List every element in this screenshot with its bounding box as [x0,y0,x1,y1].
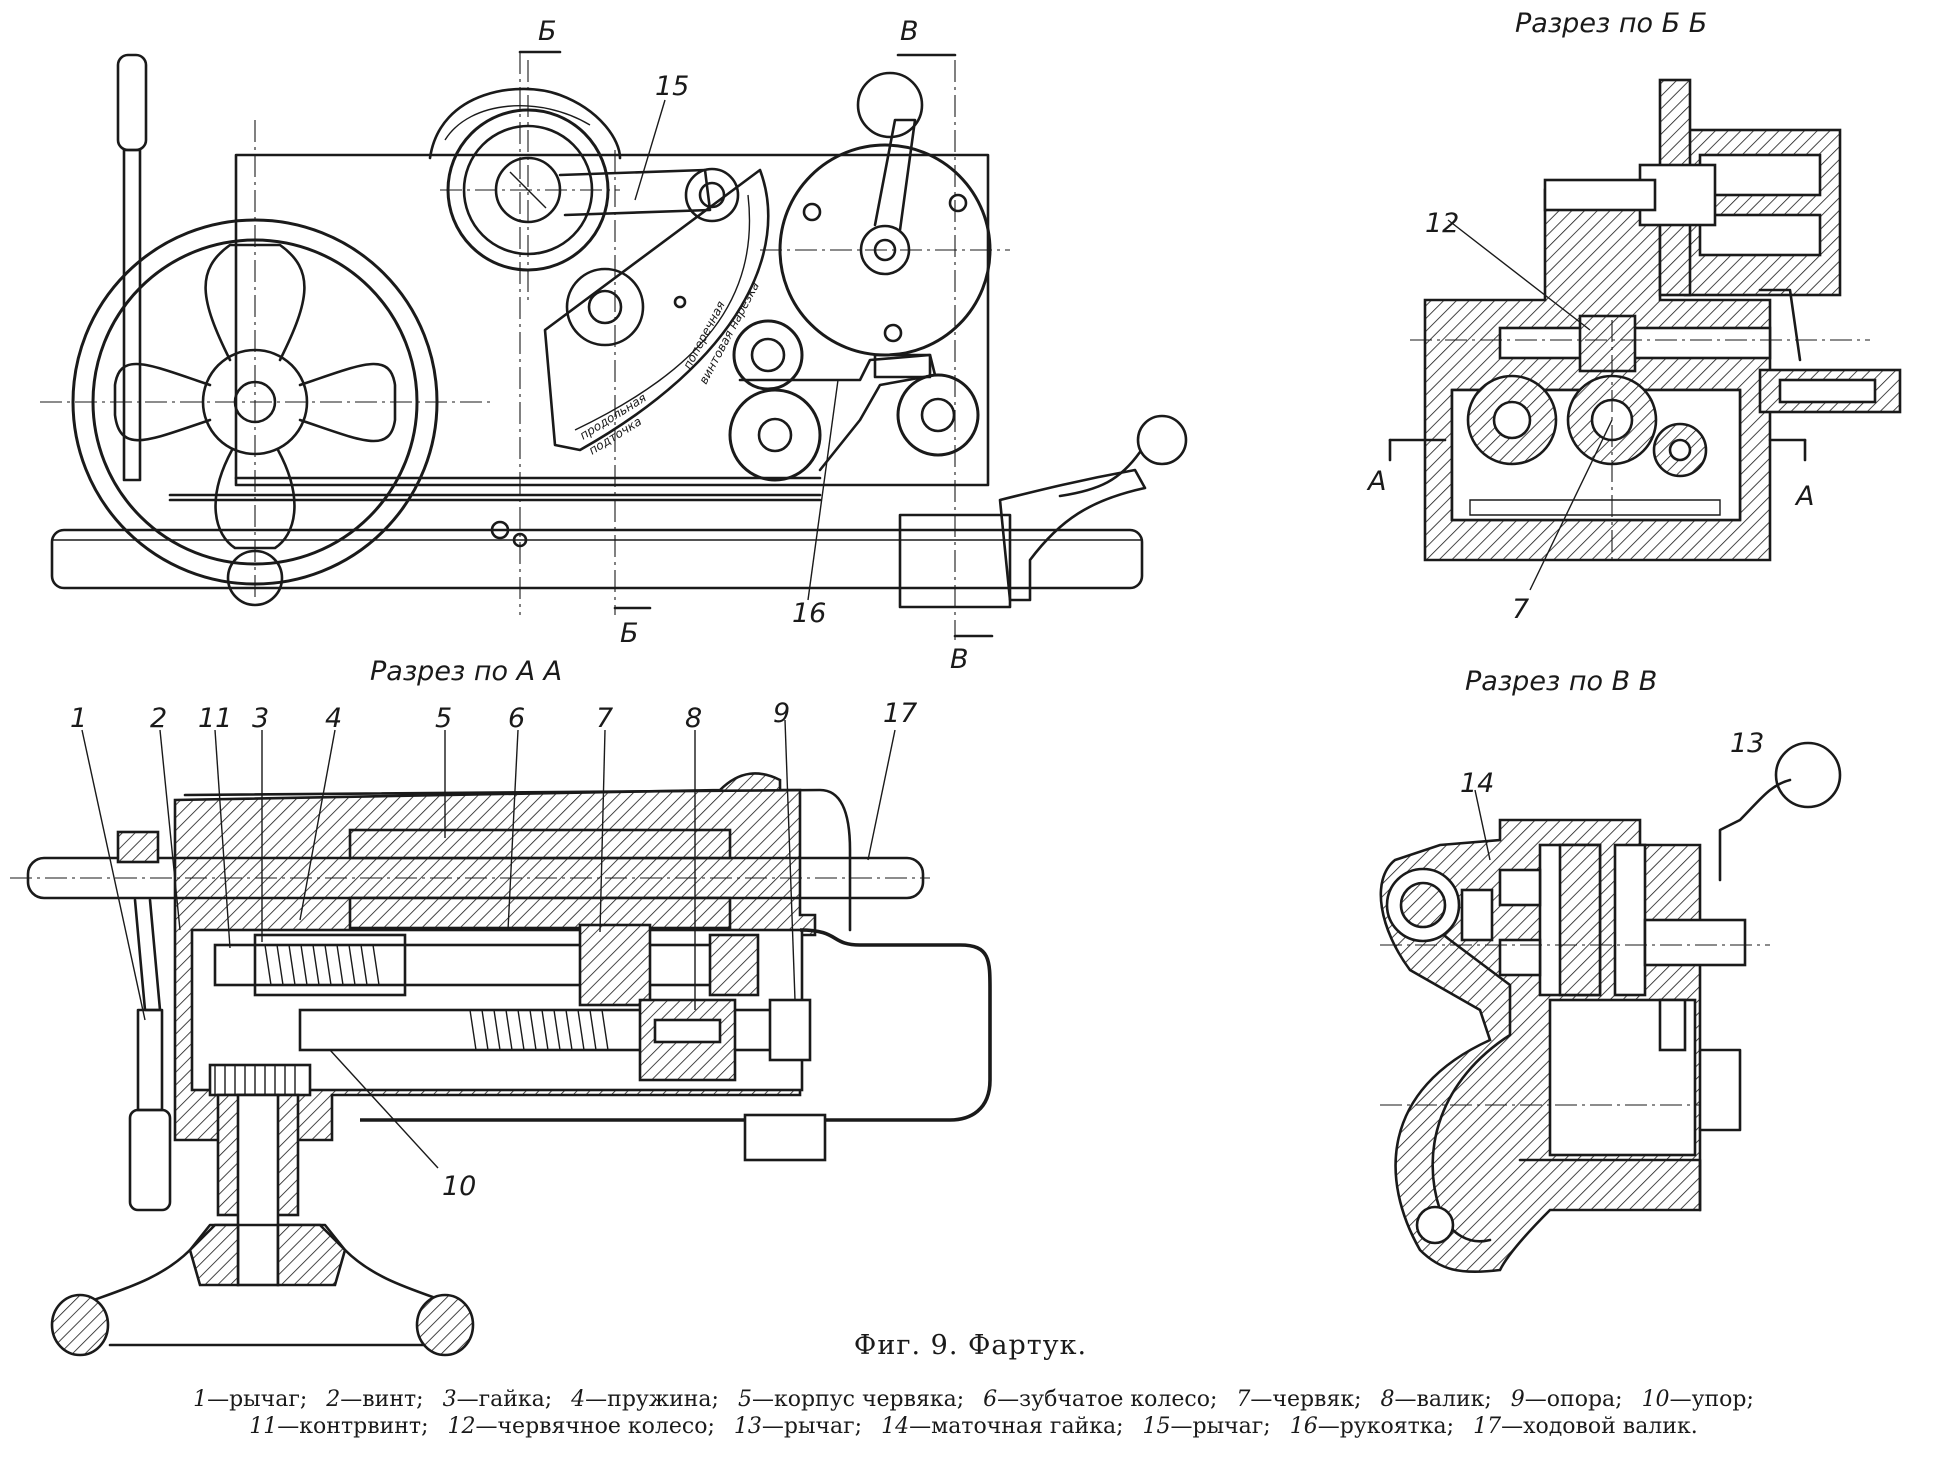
front-view: продольная подточка поперечная винтовая … [40,50,1188,640]
label-14: 14 [1460,768,1494,799]
legend-item: 9—опора; [1510,1387,1623,1412]
figure-caption-title: Фиг. 9. Фартук. [853,1330,1088,1361]
label-2: 2 [150,703,167,734]
section-mark-a-left: А [1366,466,1386,497]
legend-item: 4—пружина; [571,1387,719,1412]
legend-item: 16—рукоятка; [1289,1414,1455,1439]
label-13: 13 [1730,728,1764,759]
section-mark-b-top: Б [538,16,557,47]
label-1: 1 [70,703,87,734]
legend-item: 6—зубчатое колесо; [983,1387,1218,1412]
section-vv-title: Разрез по В В [1465,666,1657,697]
figure-legend: 1—рычаг; 2—винт; 3—гайка; 4—пружина; 5—к… [16,1386,1931,1440]
label-15: 15 [655,71,689,102]
label-7b: 7 [1512,594,1529,625]
section-mark-b-bottom: Б [620,618,639,649]
label-16: 16 [792,598,826,629]
legend-item: 12—червячное колесо; [447,1414,715,1439]
label-12: 12 [1425,208,1459,239]
legend-item: 7—червяк; [1236,1387,1362,1412]
legend-row-2: 11—контрвинт; 12—червячное колесо; 13—ры… [16,1413,1931,1440]
section-labels: Разрез по Б Б Разрез по А А Разрез по В … [370,8,1814,697]
label-7: 7 [596,703,613,734]
section-mark-v-top: В [900,16,919,47]
legend-item: 17—ходовой валик. [1473,1414,1698,1439]
legend-row-1: 1—рычаг; 2—винт; 3—гайка; 4—пружина; 5—к… [16,1386,1931,1413]
section-vv [1379,741,1842,1274]
legend-item: 1—рычаг; [193,1387,308,1412]
section-mark-v-bottom: В [950,644,969,675]
label-9: 9 [773,698,790,729]
legend-item: 13—рычаг; [733,1414,863,1439]
label-17: 17 [883,698,917,729]
label-11: 11 [198,703,232,734]
section-aa [10,719,992,1357]
legend-item: 14—маточная гайка; [881,1414,1124,1439]
section-mark-a-right: А [1794,481,1814,512]
label-5: 5 [435,703,452,734]
legend-item: 8—валик; [1380,1387,1492,1412]
legend-item: 11—контрвинт; [249,1414,429,1439]
section-bb [1388,78,1902,591]
legend-item: 15—рычаг; [1142,1414,1271,1439]
section-bb-title: Разрез по Б Б [1515,8,1707,39]
label-10: 10 [442,1171,476,1202]
label-4: 4 [325,703,342,734]
part-numbers: 1 2 11 3 4 5 6 7 8 9 17 10 12 7 13 14 15… [70,71,1764,1202]
section-aa-title: Разрез по А А [370,656,562,687]
label-3: 3 [252,703,269,734]
legend-item: 3—гайка; [442,1387,553,1412]
label-8: 8 [685,703,702,734]
legend-item: 2—винт; [326,1387,424,1412]
label-6: 6 [508,703,525,734]
legend-item: 5—корпус червяка; [737,1387,965,1412]
legend-item: 10—упор; [1641,1387,1754,1412]
